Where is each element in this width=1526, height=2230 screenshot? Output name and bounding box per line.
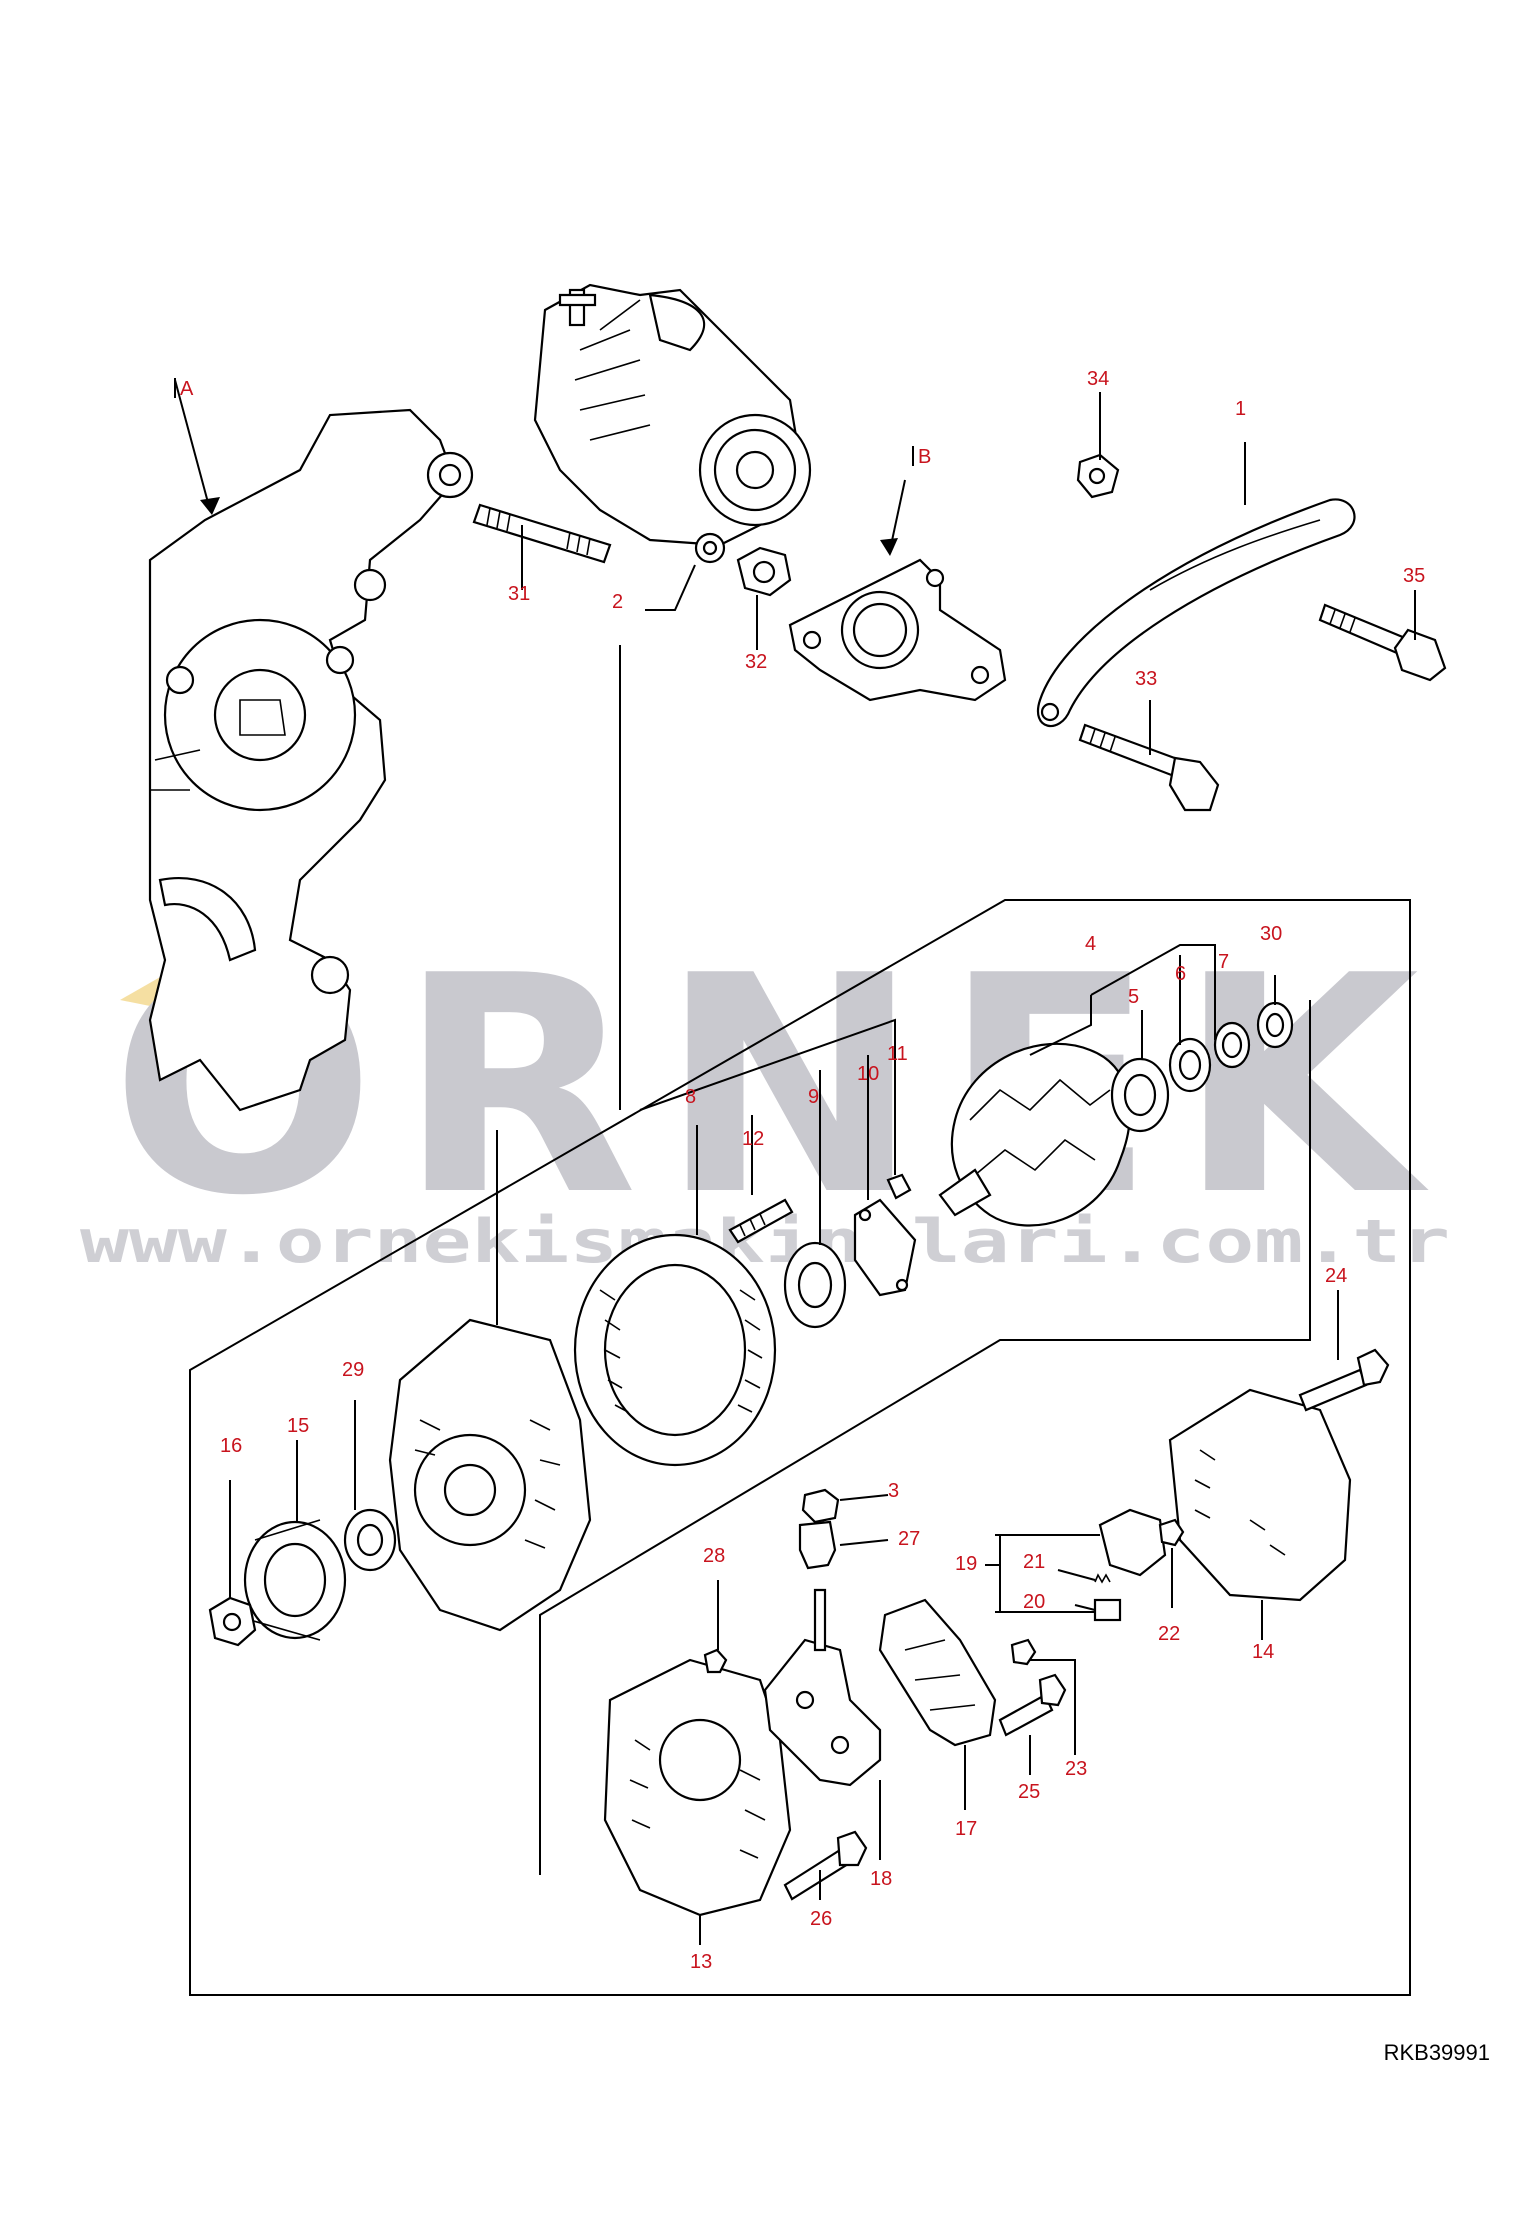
callout-12: 12 — [742, 1128, 764, 1150]
callout-13: 13 — [690, 1951, 712, 1973]
callout-26: 26 — [810, 1908, 832, 1930]
callout-15: 15 — [287, 1415, 309, 1437]
part-28-nut — [703, 1648, 728, 1674]
part-31-stud — [472, 503, 612, 564]
callout-33: 33 — [1135, 668, 1157, 690]
part-14-rear-cover — [1168, 1388, 1352, 1602]
callout-6: 6 — [1175, 963, 1186, 985]
part-1-adjusting-bar — [1037, 498, 1356, 728]
bracket-b — [788, 558, 1007, 702]
part-20-brush — [1093, 1598, 1122, 1622]
part-30-ring — [1256, 1001, 1294, 1049]
callout-labels: 1 2 3 4 5 6 7 8 9 10 11 12 13 14 15 16 1… — [220, 368, 1425, 1973]
part-13-end-frame — [603, 1658, 792, 1917]
callout-7: 7 — [1218, 951, 1229, 973]
view-ref-a: A — [180, 378, 194, 400]
part-5-bearing — [1110, 1057, 1170, 1133]
callout-34: 34 — [1087, 368, 1109, 390]
exploded-view-frame — [189, 899, 1411, 1996]
part-17-regulator — [878, 1598, 997, 1747]
part-23-screw — [1010, 1638, 1037, 1666]
callout-21: 21 — [1023, 1551, 1045, 1573]
callout-22: 22 — [1158, 1623, 1180, 1645]
part-35-bolt — [1318, 603, 1447, 682]
part-12-stud — [728, 1198, 794, 1244]
callout-4: 4 — [1085, 933, 1096, 955]
callout-31: 31 — [508, 583, 530, 605]
callout-17: 17 — [955, 1818, 977, 1840]
part-22-screw — [1158, 1518, 1185, 1547]
drawing-code: RKB39991 — [1383, 2040, 1490, 2065]
callout-32: 32 — [745, 651, 767, 673]
callout-30: 30 — [1260, 923, 1282, 945]
callout-23: 23 — [1065, 1758, 1087, 1780]
callout-35: 35 — [1403, 565, 1425, 587]
leader-lines — [174, 379, 1416, 1945]
callout-11: 11 — [887, 1043, 908, 1065]
part-33-bolt — [1078, 723, 1220, 812]
alternator-assembly — [533, 283, 812, 547]
part-16-nut — [208, 1596, 257, 1647]
callout-29: 29 — [342, 1359, 364, 1381]
part-21-spring — [1094, 1573, 1111, 1584]
view-references: A B — [174, 378, 931, 468]
callout-14: 14 — [1252, 1641, 1274, 1663]
callout-10: 10 — [857, 1063, 879, 1085]
part-8-stator — [573, 1233, 777, 1467]
part-25-bolt — [998, 1673, 1067, 1737]
part-27-insulator — [798, 1520, 837, 1570]
part-7-washer — [1213, 1021, 1251, 1069]
callout-8: 8 — [685, 1086, 696, 1108]
engine-block — [148, 408, 474, 1112]
part-18-rectifier — [763, 1588, 882, 1787]
callout-5: 5 — [1128, 986, 1139, 1008]
part-11-screw — [886, 1173, 912, 1200]
part-29-spacer — [343, 1508, 397, 1572]
view-ref-b: B — [918, 446, 931, 468]
callout-9: 9 — [808, 1086, 819, 1108]
callout-3: 3 — [888, 1480, 899, 1502]
part-3-nut — [801, 1488, 840, 1524]
part-34-spacer — [1076, 453, 1120, 499]
part-24-bolt — [1298, 1348, 1390, 1412]
callout-28: 28 — [703, 1545, 725, 1567]
part-drive-end-frame — [388, 1318, 592, 1632]
callout-20: 20 — [1023, 1591, 1045, 1613]
part-26-bolt — [783, 1830, 868, 1901]
callout-25: 25 — [1018, 1781, 1040, 1803]
callout-18: 18 — [870, 1868, 892, 1890]
part-6-cover — [1168, 1037, 1212, 1093]
part-10-plate — [853, 1198, 917, 1297]
callout-16: 16 — [220, 1435, 242, 1457]
part-4-rotor — [938, 1042, 1132, 1227]
callout-24: 24 — [1325, 1265, 1347, 1287]
part-9-bearing — [783, 1241, 847, 1329]
part-32-nut — [736, 546, 792, 597]
callout-1: 1 — [1235, 398, 1246, 420]
callout-19: 19 — [955, 1553, 977, 1575]
part-19-brush-holder — [1098, 1508, 1167, 1577]
callout-2: 2 — [612, 591, 623, 613]
callout-27: 27 — [898, 1528, 920, 1550]
part-15-pulley — [243, 1519, 347, 1641]
part-2-washer — [694, 532, 726, 564]
